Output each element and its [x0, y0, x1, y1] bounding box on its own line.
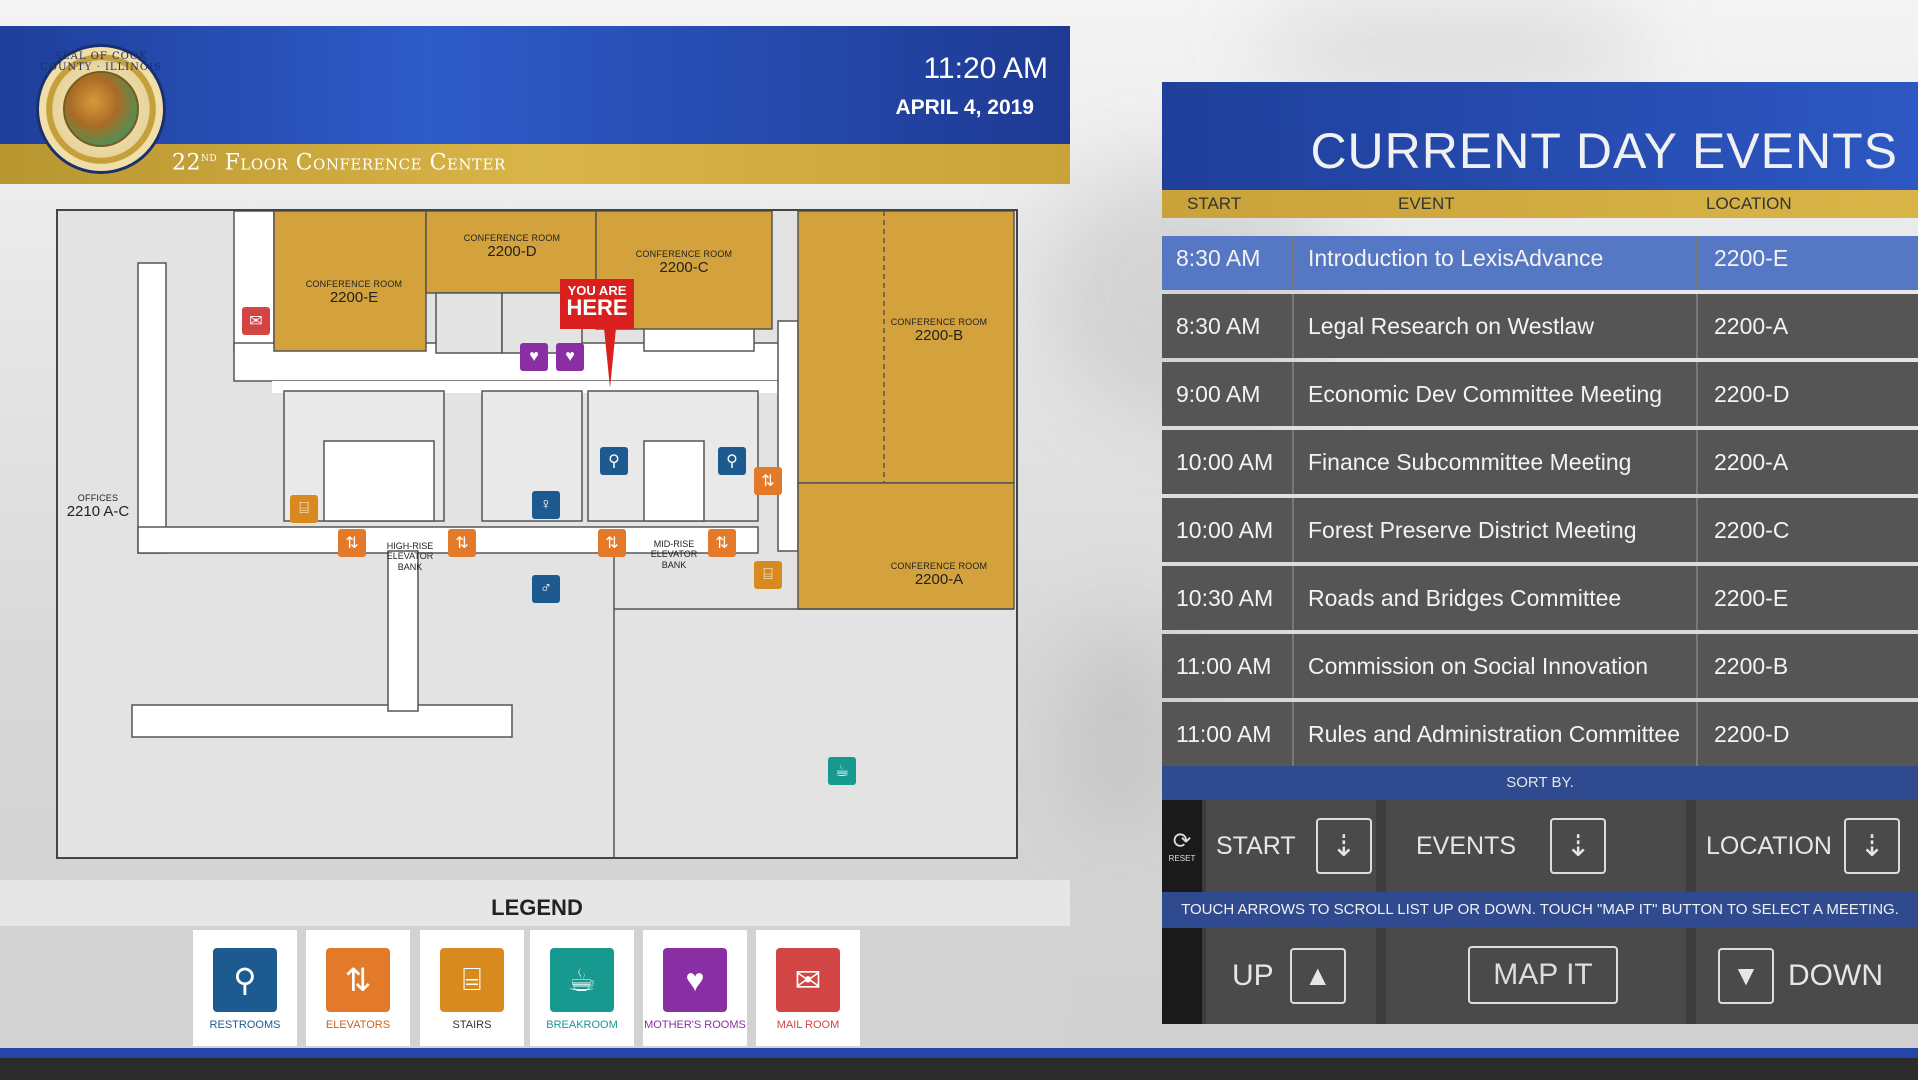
- mid-rise-elevator-label: MID-RISE ELEVATOR BANK: [650, 539, 698, 570]
- up-button[interactable]: UP ▲: [1206, 928, 1376, 1024]
- event-row[interactable]: 8:30 AM Introduction to LexisAdvance 220…: [1162, 236, 1918, 290]
- sort-start-button[interactable]: START ⇣: [1206, 800, 1376, 892]
- events-header: CURRENT DAY EVENTS: [1162, 82, 1918, 190]
- stairs-icon: ⌸: [440, 948, 504, 1012]
- floor-title: 22nd Floor Conference Center: [172, 150, 506, 176]
- reset-button[interactable]: ⟳ RESET: [1162, 800, 1202, 892]
- breakroom-icon[interactable]: ☕: [828, 757, 856, 785]
- sort-location-button[interactable]: LOCATION ⇣: [1696, 800, 1918, 892]
- sort-descending-icon: ⇣: [1315, 818, 1372, 874]
- legend-item-mail-room: ✉ MAIL ROOM: [756, 930, 860, 1046]
- events-column-headers: START EVENT LOCATION: [1162, 190, 1918, 218]
- event-row[interactable]: 10:00 AM Forest Preserve District Meetin…: [1162, 498, 1918, 562]
- col-header-location: LOCATION: [1706, 194, 1792, 213]
- col-header-start: START: [1187, 194, 1242, 213]
- event-row[interactable]: 10:00 AM Finance Subcommittee Meeting 22…: [1162, 430, 1918, 494]
- events-list[interactable]: 8:30 AM Introduction to LexisAdvance 220…: [1162, 236, 1918, 766]
- sort-descending-icon: ⇣: [1843, 818, 1900, 874]
- sort-descending-icon: ⇣: [1550, 818, 1607, 874]
- events-panel: CURRENT DAY EVENTS START EVENT LOCATION …: [1162, 82, 1918, 1048]
- floor-plan-drawing: [131, 211, 1015, 857]
- events-title: CURRENT DAY EVENTS: [1310, 123, 1898, 179]
- legend-item-mothers-rooms: ♥ MOTHER'S ROOMS: [643, 930, 747, 1046]
- event-row[interactable]: 9:00 AM Economic Dev Committee Meeting 2…: [1162, 362, 1918, 426]
- event-row[interactable]: 11:00 AM Commission on Social Innovation…: [1162, 634, 1918, 698]
- directory-panel: SEAL OF COOK COUNTY · ILLINOIS · 22nd Fl…: [0, 26, 1070, 1052]
- instructions-hint: TOUCH ARROWS TO SCROLL LIST UP OR DOWN. …: [1162, 892, 1918, 928]
- sort-events-button[interactable]: EVENTS ⇣: [1386, 800, 1686, 892]
- map-it-button[interactable]: MAP IT: [1468, 946, 1618, 1004]
- clock-time: 11:20 AM: [923, 52, 1048, 85]
- event-row[interactable]: 10:30 AM Roads and Bridges Committee 220…: [1162, 566, 1918, 630]
- footer-blue-band: [0, 1048, 1918, 1058]
- up-arrow-icon: ▲: [1289, 948, 1346, 1004]
- event-row[interactable]: 11:00 AM Rules and Administration Commit…: [1162, 702, 1918, 766]
- seal-emblem: [63, 71, 139, 147]
- event-row[interactable]: 8:30 AM Legal Research on Westlaw 2200-A: [1162, 294, 1918, 358]
- header-bar: [0, 26, 1070, 144]
- high-rise-elevator-label: HIGH-RISE ELEVATOR BANK: [386, 541, 434, 572]
- cook-county-seal: SEAL OF COOK COUNTY · ILLINOIS ·: [36, 44, 166, 174]
- sort-by-label: SORT BY.: [1162, 766, 1918, 800]
- refresh-icon: ⟳: [1172, 828, 1192, 853]
- you-are-here-pin-icon: [604, 328, 616, 388]
- stairs-icon[interactable]: ⌸: [290, 495, 318, 523]
- stairs-icon[interactable]: ⌸: [754, 561, 782, 589]
- mothers-room-icon[interactable]: ♥: [520, 343, 548, 371]
- navigation-controls: UP ▲ MAP IT ▼ DOWN: [1162, 928, 1918, 1024]
- mail-icon: ✉: [776, 948, 840, 1012]
- mother-icon: ♥: [663, 948, 727, 1012]
- elevator-icon: ⇅: [326, 948, 390, 1012]
- coffee-icon: ☕: [550, 948, 614, 1012]
- restroom-icon: ⚲: [213, 948, 277, 1012]
- map-it-cell: [1386, 928, 1686, 1024]
- legend-item-restrooms: ⚲ RESTROOMS: [193, 930, 297, 1046]
- elevator-icon[interactable]: ⇅: [754, 467, 782, 495]
- legend-item-stairs: ⌸ STAIRS: [420, 930, 524, 1046]
- restroom-icon[interactable]: ⚲: [600, 447, 628, 475]
- elevator-icon[interactable]: ⇅: [338, 529, 366, 557]
- down-arrow-icon: ▼: [1718, 948, 1774, 1004]
- restroom-icon[interactable]: ⚲: [718, 447, 746, 475]
- background-blob: [1060, 620, 1180, 840]
- down-button[interactable]: ▼ DOWN: [1696, 928, 1918, 1024]
- legend-item-elevators: ⇅ ELEVATORS: [306, 930, 410, 1046]
- sort-controls: ⟳ RESET START ⇣ EVENTS ⇣ LOCATION ⇣: [1162, 800, 1918, 892]
- legend-item-breakroom: ☕ BREAKROOM: [530, 930, 634, 1046]
- mail-room-icon[interactable]: ✉: [242, 307, 270, 335]
- clock-date: APRIL 4, 2019: [895, 96, 1034, 119]
- restroom-icon[interactable]: ♀: [532, 491, 560, 519]
- elevator-icon[interactable]: ⇅: [708, 529, 736, 557]
- nav-spacer: [1162, 928, 1202, 1024]
- elevator-icon[interactable]: ⇅: [448, 529, 476, 557]
- elevator-icon[interactable]: ⇅: [598, 529, 626, 557]
- footer-dark-band: [0, 1058, 1918, 1080]
- restroom-icon[interactable]: ♂: [532, 575, 560, 603]
- header-gold-band: [0, 144, 1070, 184]
- legend-header: [0, 880, 1070, 926]
- background-blob: [1250, 0, 1650, 90]
- legend-title: LEGEND: [491, 895, 583, 920]
- mothers-room-icon[interactable]: ♥: [556, 343, 584, 371]
- col-header-event: EVENT: [1398, 194, 1455, 213]
